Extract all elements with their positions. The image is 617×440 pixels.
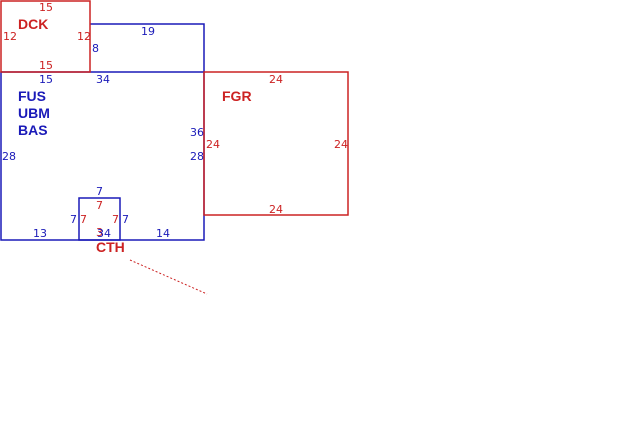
dim-main-right-28: 28	[190, 150, 204, 163]
dim-main-left: 28	[2, 150, 16, 163]
dim-cth-bottom-red: 3	[96, 226, 103, 239]
dim-fgr-left: 24	[206, 138, 220, 151]
fgr-label: FGR	[222, 88, 252, 104]
dim-main-top-mid: 34	[96, 73, 110, 86]
dck-room-outline	[0, 0, 91, 73]
dim-cth-bottom-blue: 34	[97, 227, 111, 240]
fgr-room-outline	[203, 71, 349, 216]
main-label-line3: BAS	[18, 122, 48, 138]
dim-annex-top: 19	[141, 25, 155, 38]
cth-room-outline	[78, 197, 121, 241]
dim-dck-left: 12	[3, 30, 17, 43]
dim-dck-top: 15	[39, 1, 53, 14]
leader-line	[129, 259, 208, 295]
cth-label: CTH	[96, 239, 125, 255]
dim-main-right-36: 36	[190, 126, 204, 139]
dim-cth-right-blue: 7	[122, 213, 129, 226]
dim-dck-bottom: 15	[39, 59, 53, 72]
dim-cth-left-red: 7	[80, 213, 87, 226]
dim-cth-left-blue: 7	[70, 213, 77, 226]
dim-fgr-top: 24	[269, 73, 283, 86]
main-label-line1: FUS	[18, 88, 46, 104]
main-label-line2: UBM	[18, 105, 50, 121]
dim-main-bottom-right: 14	[156, 227, 170, 240]
dim-main-top-left: 15	[39, 73, 53, 86]
dck-label: DCK	[18, 16, 48, 32]
dim-cth-right-red: 7	[112, 213, 119, 226]
dim-dck-right: 12	[77, 30, 91, 43]
dim-fgr-right: 24	[334, 138, 348, 151]
dim-main-bottom-left: 13	[33, 227, 47, 240]
dim-cth-top-blue: 7	[96, 185, 103, 198]
annex-outline	[90, 23, 205, 72]
dim-annex-left: 8	[92, 42, 99, 55]
dim-fgr-bottom: 24	[269, 203, 283, 216]
dim-cth-top-red: 7	[96, 199, 103, 212]
